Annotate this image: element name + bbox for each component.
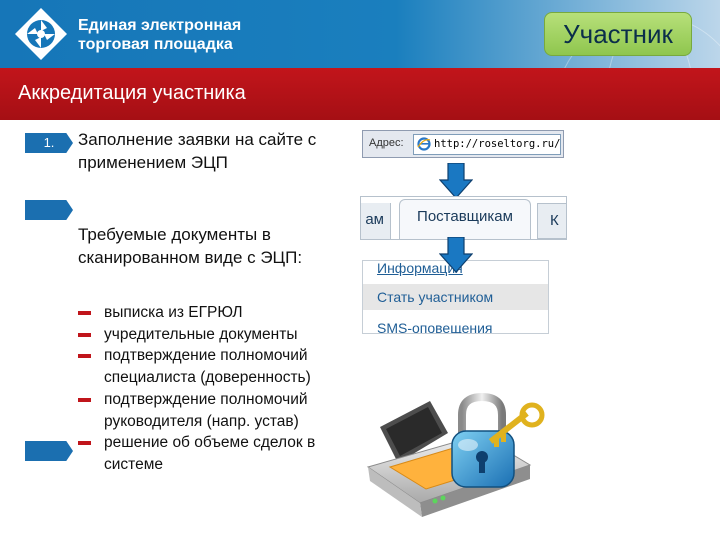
logo-line-1: Единая электронная: [78, 17, 242, 34]
menu-item-sms-alerts[interactable]: SMS-оповещения: [377, 320, 493, 334]
bullet-dash-icon: [78, 354, 91, 359]
address-label: Адрес:: [369, 137, 404, 149]
step-marker-3: [25, 441, 73, 461]
list-item: решение об объеме сделок в системе: [78, 432, 343, 475]
title-bar: Аккредитация участника: [0, 68, 720, 120]
tab-right-fragment[interactable]: К: [537, 203, 566, 239]
internet-explorer-icon: [417, 137, 431, 151]
document-label: решение об объеме сделок в системе: [104, 434, 316, 473]
bullet-dash-icon: [78, 441, 91, 446]
menu-item-information[interactable]: Информация: [377, 260, 463, 276]
address-url: http://roseltorg.ru/: [434, 138, 561, 150]
tab-left-fragment[interactable]: ам: [361, 203, 391, 239]
tab-suppliers[interactable]: Поставщикам: [399, 199, 531, 239]
header-bar: Единая электронная торговая площадка Уча…: [0, 0, 720, 68]
menu-item-become-participant[interactable]: Стать участником: [363, 284, 548, 310]
step-marker-2: [25, 200, 73, 220]
document-label: подтверждение полномочий руководителя (н…: [104, 390, 308, 430]
step-marker-1: 1.: [25, 133, 73, 153]
list-item: подтверждение полномочий специалиста (до…: [78, 345, 343, 388]
step-2-text: Требуемые документы в сканированном виде…: [78, 225, 303, 267]
step-1-text: Заполнение заявки на сайте с применением…: [78, 130, 317, 172]
arrow-down-icon: [439, 163, 473, 199]
bullet-dash-icon: [78, 311, 91, 315]
document-label: учредительные документы: [104, 325, 298, 343]
document-label: выписка из ЕГРЮЛ: [104, 304, 243, 321]
bullet-dash-icon: [78, 332, 91, 337]
page-title: Аккредитация участника: [18, 82, 246, 104]
list-item: подтверждение полномочий руководителя (н…: [78, 389, 343, 432]
logo-text: Единая электронная торговая площадка: [78, 16, 241, 54]
site-menu: Информация Стать участником SMS-оповещен…: [362, 260, 549, 334]
logo-line-2: торговая площадка: [78, 36, 233, 53]
document-label: подтверждение полномочий специалиста (до…: [104, 347, 311, 387]
site-nav-tabs: ам Поставщикам К: [360, 196, 567, 240]
bullet-dash-icon: [78, 397, 91, 402]
address-input[interactable]: http://roseltorg.ru/: [413, 134, 561, 155]
arrow-down-icon: [439, 237, 473, 273]
list-item: выписка из ЕГРЮЛ: [78, 302, 343, 324]
role-badge: Участник: [544, 12, 692, 56]
aperture-logo-icon: [15, 8, 67, 60]
browser-address-bar: Адрес: http://roseltorg.ru/: [362, 130, 564, 158]
scanner-padlock-key-icon: [366, 393, 545, 517]
list-item: учредительные документы: [78, 324, 343, 346]
documents-list: выписка из ЕГРЮЛ учредительные документы…: [78, 302, 343, 476]
